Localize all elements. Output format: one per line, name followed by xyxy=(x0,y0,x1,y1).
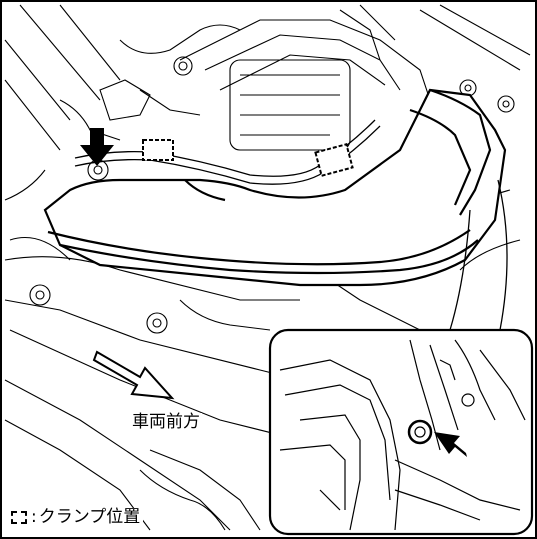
inset-arrow-icon xyxy=(434,432,467,457)
down-arrow-icon xyxy=(80,128,114,166)
engine-bay-lines xyxy=(4,4,531,531)
callout-lines xyxy=(449,179,508,331)
clamp-markers xyxy=(142,139,354,177)
cover-part xyxy=(43,88,507,287)
legend-text: クランプ位置 xyxy=(38,507,141,527)
hollow-arrow-icon xyxy=(92,350,175,400)
legend: : クランプ位置 xyxy=(8,507,144,527)
legend-separator: : xyxy=(31,507,37,527)
vehicle-front-label: 車両前方 xyxy=(130,412,202,432)
pointer-arrows xyxy=(80,128,467,457)
detail-inset xyxy=(268,328,534,536)
dashed-box-icon xyxy=(11,511,27,524)
